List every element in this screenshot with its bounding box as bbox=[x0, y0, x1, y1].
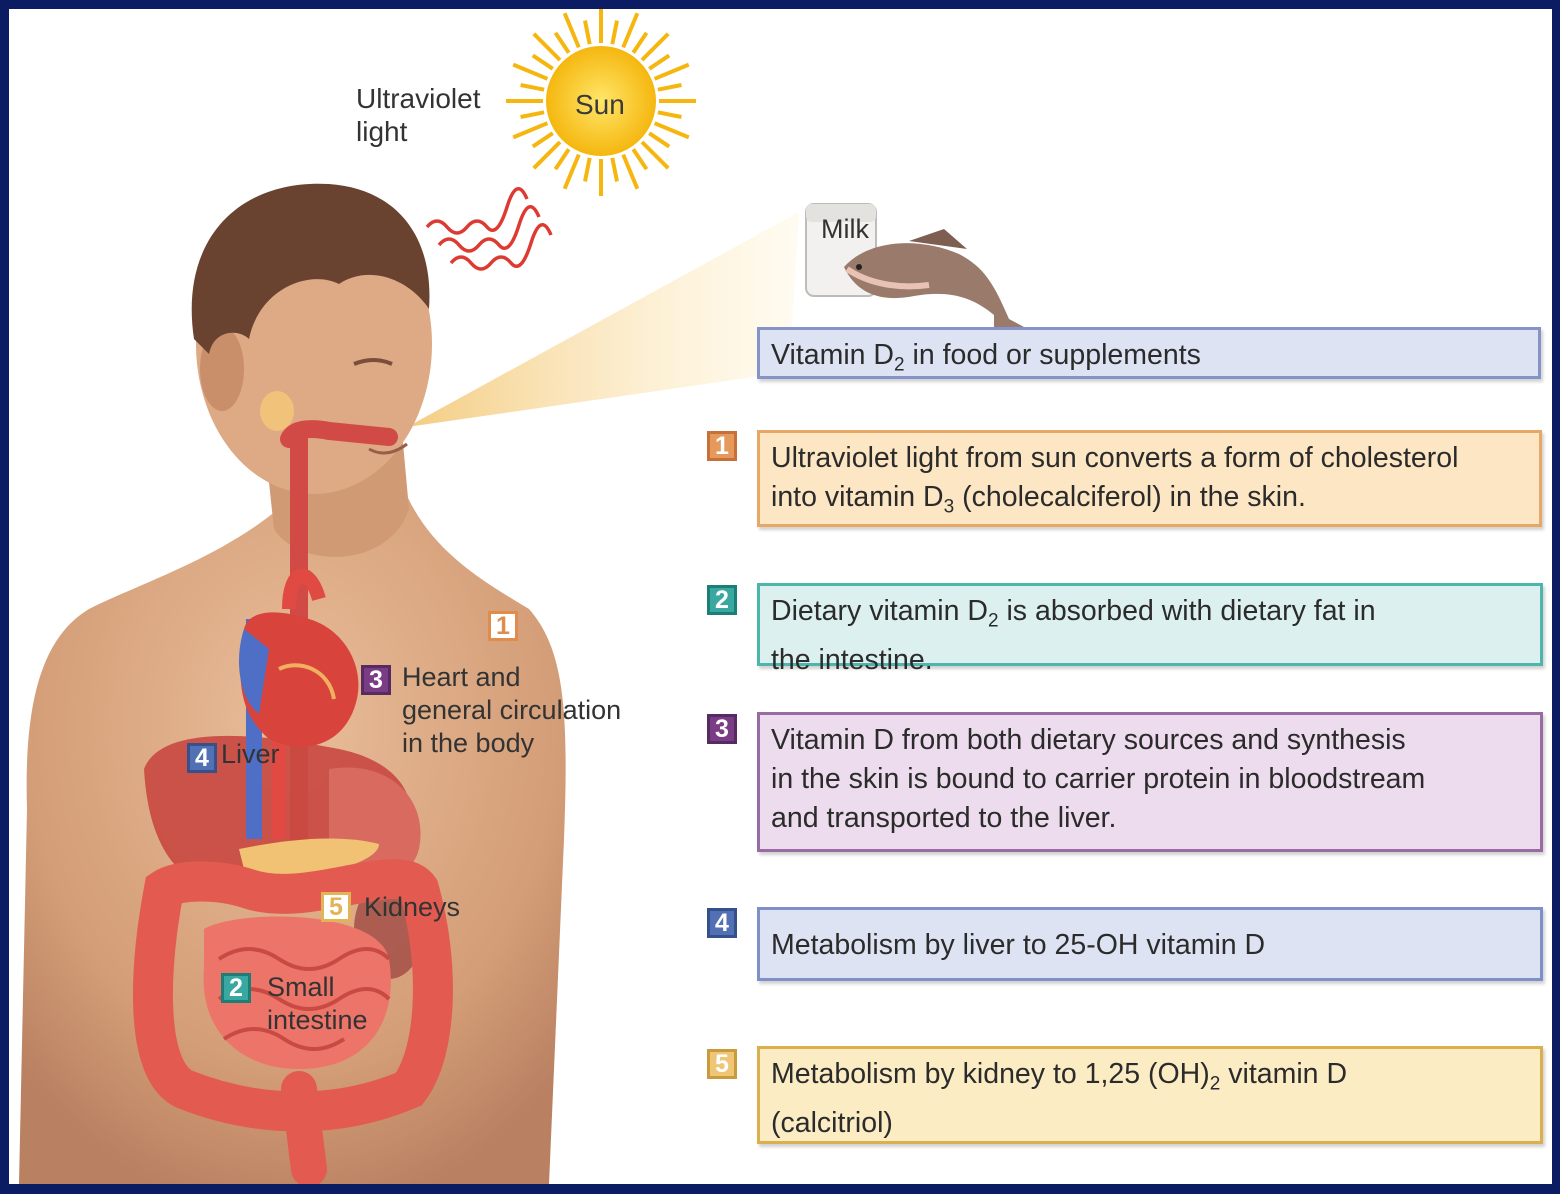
ear bbox=[200, 327, 244, 411]
fish bbox=[844, 229, 1024, 334]
sun-ray bbox=[583, 20, 592, 45]
small-intestine-label: Small intestine bbox=[267, 972, 368, 1035]
skin-marker: 1 bbox=[488, 611, 518, 641]
sun-ray bbox=[657, 83, 682, 92]
step-1-marker: 1 bbox=[707, 431, 737, 461]
sun-ray bbox=[640, 32, 670, 62]
step-2-marker: 2 bbox=[707, 585, 737, 615]
sun-ray bbox=[520, 83, 545, 92]
hair bbox=[191, 183, 430, 354]
sun-ray bbox=[653, 121, 690, 140]
sun-ray bbox=[631, 148, 649, 171]
sun-ray bbox=[621, 153, 640, 190]
sun-ray bbox=[610, 157, 619, 182]
sun-ray bbox=[640, 140, 670, 170]
sun-ray bbox=[512, 121, 549, 140]
sun-ray bbox=[532, 140, 562, 170]
heart-shape bbox=[240, 612, 359, 747]
sun-ray bbox=[648, 53, 671, 71]
liver-marker: 4 bbox=[187, 743, 217, 773]
sun-graphic bbox=[506, 9, 696, 196]
sun-ray bbox=[562, 12, 581, 49]
liver-label: Liver bbox=[221, 739, 280, 769]
step-1-box: Ultraviolet light from sun converts a fo… bbox=[757, 430, 1542, 527]
step-5-box: Metabolism by kidney to 1,25 (OH)2 vitam… bbox=[757, 1046, 1543, 1144]
figure-canvas: Ultraviolet light Sun Milk 1 3 Heart and… bbox=[9, 9, 1552, 1184]
sun-ray bbox=[512, 62, 549, 81]
sun-ray bbox=[648, 131, 671, 149]
anatomy-illustration bbox=[19, 9, 1024, 1184]
step-4-box: Metabolism by liver to 25-OH vitamin D bbox=[757, 907, 1543, 981]
sun-ray bbox=[553, 31, 571, 54]
intestine-marker: 2 bbox=[221, 973, 251, 1003]
step-2-box: Dietary vitamin D2 is absorbed with diet… bbox=[757, 583, 1543, 676]
sun-ray bbox=[532, 32, 562, 62]
sun-ray bbox=[657, 110, 682, 119]
sun-ray bbox=[562, 153, 581, 190]
large-intestine bbox=[132, 859, 453, 1132]
heart-label: Heart and general circulation in the bod… bbox=[402, 662, 622, 758]
sun-ray bbox=[553, 148, 571, 171]
sun-ray bbox=[653, 62, 690, 81]
step-3-box: Vitamin D from both dietary sources and … bbox=[757, 712, 1543, 852]
sun-ray bbox=[531, 53, 554, 71]
sun-ray bbox=[520, 110, 545, 119]
milk-label: Milk bbox=[821, 214, 869, 244]
kidneys-label: Kidneys bbox=[364, 892, 461, 922]
sun-ray bbox=[631, 31, 649, 54]
kidneys-marker: 5 bbox=[321, 892, 351, 922]
sun-ray bbox=[531, 131, 554, 149]
uv-light-label: Ultraviolet light bbox=[356, 83, 481, 147]
food-source-box: Vitamin D2 in food or supplements bbox=[757, 327, 1541, 379]
heart-marker: 3 bbox=[361, 665, 391, 695]
sun-ray bbox=[583, 157, 592, 182]
step-5-marker: 5 bbox=[707, 1049, 737, 1079]
step-3-marker: 3 bbox=[707, 714, 737, 744]
uv-waves bbox=[425, 187, 553, 271]
sun-ray bbox=[610, 20, 619, 45]
food-beam bbox=[407, 212, 799, 427]
sun-label: Sun bbox=[575, 89, 625, 120]
step-4-marker: 4 bbox=[707, 908, 737, 938]
sun-ray bbox=[621, 12, 640, 49]
